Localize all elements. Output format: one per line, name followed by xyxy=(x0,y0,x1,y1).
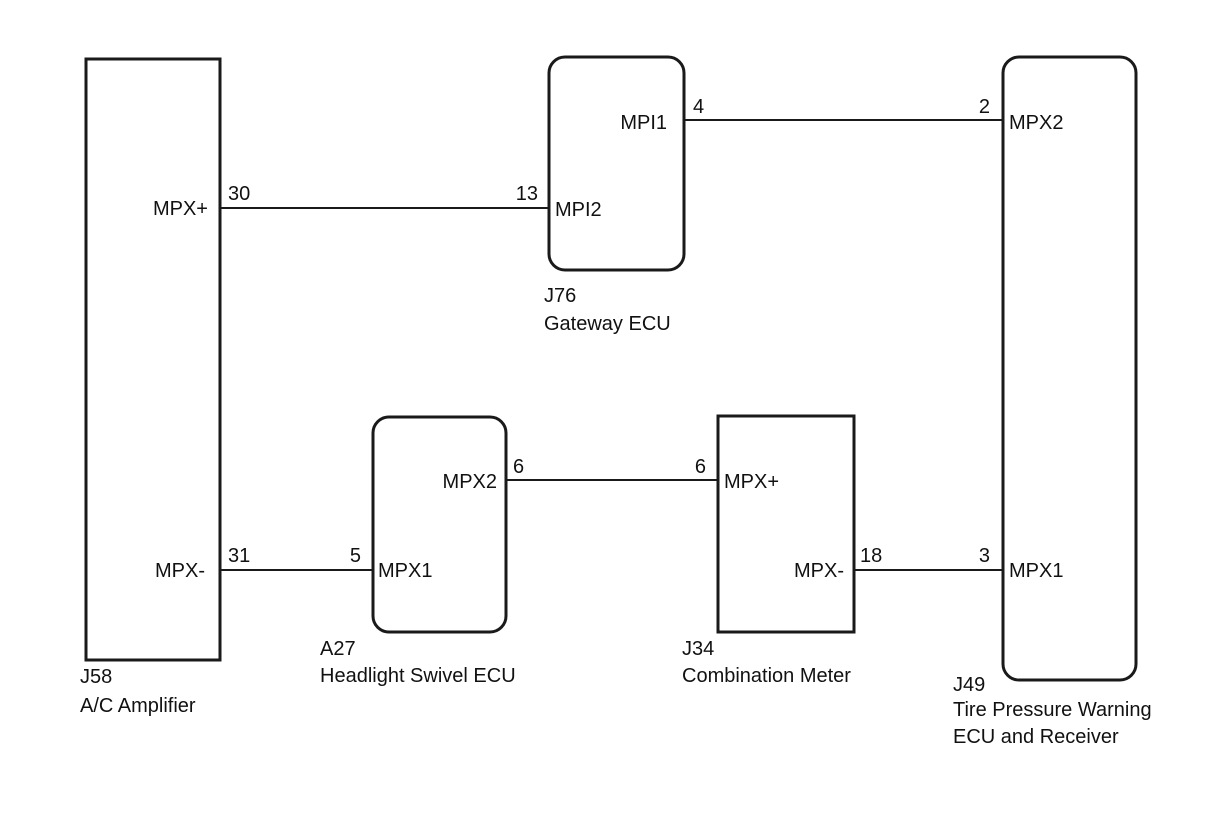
pin-label-a27-mpx2: MPX2 xyxy=(443,471,497,493)
component-code-j58: J58 xyxy=(80,666,112,688)
terminal-number-j34-18: 18 xyxy=(860,545,882,567)
pin-label-j34-mpx-minus: MPX- xyxy=(794,560,844,582)
pin-label-j58-mpx-minus: MPX- xyxy=(155,560,205,582)
terminal-number-j49-3: 3 xyxy=(979,545,990,567)
terminal-number-j49-2: 2 xyxy=(979,96,990,118)
component-name-j76: Gateway ECU xyxy=(544,313,671,335)
component-code-j49: J49 xyxy=(953,674,985,696)
terminal-number-j58-31: 31 xyxy=(228,545,250,567)
pin-label-a27-mpx1: MPX1 xyxy=(378,560,432,582)
component-box-j34 xyxy=(716,414,856,634)
component-name-a27: Headlight Swivel ECU xyxy=(320,665,516,687)
component-code-j76: J76 xyxy=(544,285,576,307)
component-box-j49 xyxy=(1001,55,1138,682)
pin-label-j76-mpi2: MPI2 xyxy=(555,199,602,221)
pin-label-j34-mpx-plus: MPX+ xyxy=(724,471,779,493)
component-code-j34: J34 xyxy=(682,638,714,660)
pin-label-j49-mpx1: MPX1 xyxy=(1009,560,1063,582)
component-name-j49-line2: ECU and Receiver xyxy=(953,726,1119,748)
terminal-number-a27-5: 5 xyxy=(350,545,361,567)
terminal-number-a27-6: 6 xyxy=(513,456,524,478)
terminal-number-j76-4: 4 xyxy=(693,96,704,118)
component-name-j58: A/C Amplifier xyxy=(80,695,196,717)
terminal-number-j58-30: 30 xyxy=(228,183,250,205)
component-name-j49-line1: Tire Pressure Warning xyxy=(953,699,1152,721)
pin-label-j49-mpx2: MPX2 xyxy=(1009,112,1063,134)
component-box-j58 xyxy=(84,57,222,662)
terminal-number-j34-6: 6 xyxy=(695,456,706,478)
component-box-a27 xyxy=(371,415,508,634)
component-name-j34: Combination Meter xyxy=(682,665,851,687)
pin-label-j76-mpi1: MPI1 xyxy=(620,112,667,134)
terminal-number-j76-13: 13 xyxy=(516,183,538,205)
pin-label-j58-mpx-plus: MPX+ xyxy=(153,198,208,220)
component-code-a27: A27 xyxy=(320,638,356,660)
component-box-j76 xyxy=(547,55,686,272)
